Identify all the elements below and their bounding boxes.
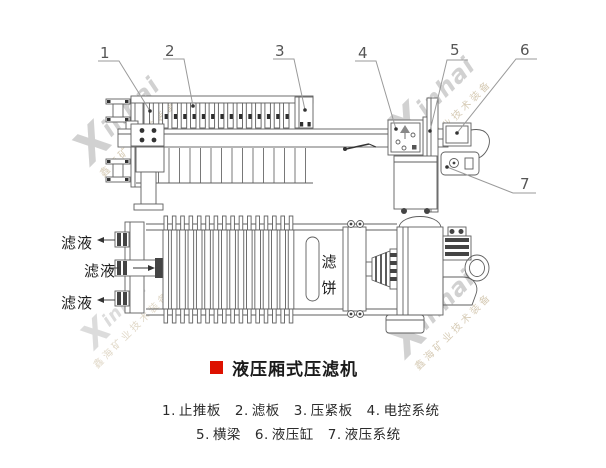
main-beam [117, 128, 449, 148]
legend-item-4: 4.电控系统 [366, 403, 440, 419]
filter-plates-plan [162, 215, 295, 324]
diagram-caption: 液压厢式压滤机 [210, 355, 358, 380]
legend-row-1: 1.止推板 2.滤板 3.压紧板 4.电控系统 [162, 399, 440, 419]
diagram-title: 液压厢式压滤机 [232, 360, 358, 380]
legend-item-1: 1.止推板 [162, 403, 221, 419]
feed-pipe [110, 258, 166, 278]
support-foot-plan [385, 314, 425, 334]
hydraulic-system-pump [440, 129, 490, 176]
filtrate-outlet-bottom [97, 290, 130, 307]
callout-7: 7 [520, 175, 530, 193]
electric-control-box [387, 119, 424, 156]
callout-3: 3 [275, 42, 285, 60]
callout-1: 1 [100, 44, 110, 62]
leader-lines [98, 58, 537, 194]
callout-5: 5 [450, 41, 460, 59]
pressing-plate-plan [342, 220, 367, 318]
pressing-plate [294, 96, 314, 129]
legend-item-3: 3.压紧板 [293, 403, 353, 419]
filtrate-label-middle: 滤液 [84, 262, 117, 280]
cylinder-body-plan [396, 216, 444, 316]
support-leg [133, 146, 165, 211]
plan-view [97, 215, 490, 334]
callout-2: 2 [165, 42, 175, 60]
legend-row-2: 5.横梁 6.液压缸 7.液压系统 [196, 423, 401, 443]
filtrate-label-top: 滤液 [61, 234, 94, 252]
callout-4: 4 [358, 44, 368, 62]
bolt-block [130, 123, 165, 147]
red-square-bullet-icon [210, 361, 223, 374]
filter-cake-label: 滤 饼 [321, 253, 337, 297]
lower-plates [136, 147, 313, 184]
upper-rail [130, 95, 314, 104]
legend-item-7: 7.液压系统 [327, 427, 401, 443]
filtrate-outlet-top [97, 231, 130, 248]
piston-cone [365, 248, 399, 290]
filter-plates [143, 102, 290, 129]
legend-item-2: 2.滤板 [234, 403, 280, 419]
legend-item-5: 5.横梁 [196, 427, 241, 443]
callout-6: 6 [520, 41, 530, 59]
filtrate-label-bottom: 滤液 [61, 294, 94, 312]
empty-chamber [305, 236, 320, 302]
side-view [98, 58, 537, 214]
oil-tank [393, 155, 438, 214]
pump-flanges-plan [442, 226, 490, 306]
legend-item-6: 6.液压缸 [254, 427, 314, 443]
hydraulic-cylinder [437, 122, 472, 147]
lever-detail [343, 143, 377, 151]
